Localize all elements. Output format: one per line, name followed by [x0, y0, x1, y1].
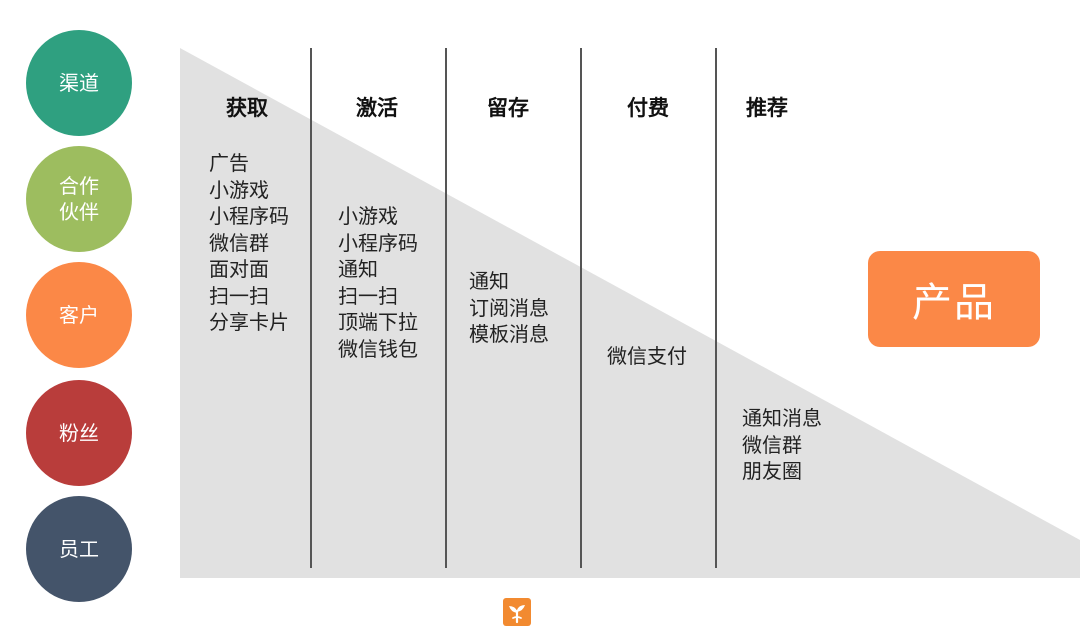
product-label: 产品 [912, 280, 996, 326]
stage-items-refer: 通知消息 微信群 朋友圈 [742, 405, 822, 485]
list-item: 顶端下拉 [338, 310, 418, 334]
list-item: 通知 [469, 269, 509, 293]
stage-items-pay: 微信支付 [607, 343, 687, 370]
channel-label: 合作 伙伴 [59, 174, 99, 224]
stage-title-refer: 推荐 [746, 96, 788, 120]
channel-label: 员工 [59, 537, 99, 561]
list-item: 分享卡片 [209, 310, 289, 334]
stage-title-pay: 付费 [627, 96, 669, 120]
column-divider [715, 48, 717, 568]
stage-title-retain: 留存 [487, 96, 529, 120]
list-item: 通知 [338, 257, 378, 281]
list-item: 小游戏 [338, 204, 398, 228]
list-item: 扫一扫 [209, 283, 269, 308]
list-item: 小游戏 [209, 177, 269, 202]
list-item: 微信群 [742, 432, 802, 457]
column-divider [445, 48, 447, 568]
stage-title-activate: 激活 [356, 96, 398, 120]
list-item: 扫一扫 [338, 283, 398, 308]
list-item: 小程序码 [338, 230, 418, 255]
list-item: 订阅消息 [469, 295, 549, 320]
list-item: 模板消息 [469, 322, 549, 346]
list-item: 小程序码 [209, 204, 289, 228]
channel-label: 粉丝 [59, 421, 99, 445]
stage-items-retain: 通知 订阅消息 模板消息 [469, 268, 549, 348]
column-divider [580, 48, 582, 568]
tree-sprout-icon [503, 598, 531, 626]
product-box: 产品 [868, 251, 1040, 347]
list-item: 微信钱包 [338, 336, 418, 361]
list-item: 面对面 [209, 257, 269, 281]
channel-circle-fans: 粉丝 [26, 380, 132, 486]
list-item: 朋友圈 [742, 459, 802, 483]
channel-label: 渠道 [59, 71, 99, 95]
list-item: 通知消息 [742, 406, 822, 430]
stage-title-acquire: 获取 [226, 96, 268, 120]
channel-circle-qudao: 渠道 [26, 30, 132, 136]
column-divider [310, 48, 312, 568]
list-item: 广告 [209, 151, 249, 175]
channel-circle-partners: 合作 伙伴 [26, 146, 132, 252]
list-item: 微信群 [209, 230, 269, 255]
stage-items-activate: 小游戏 小程序码 通知 扫一扫 顶端下拉 微信钱包 [338, 203, 418, 362]
list-item: 微信支付 [607, 344, 687, 368]
stage-items-acquire: 广告 小游戏 小程序码 微信群 面对面 扫一扫 分享卡片 [209, 150, 289, 336]
channel-circle-employees: 员工 [26, 496, 132, 602]
channel-circle-customers: 客户 [26, 262, 132, 368]
channel-label: 客户 [59, 303, 99, 327]
